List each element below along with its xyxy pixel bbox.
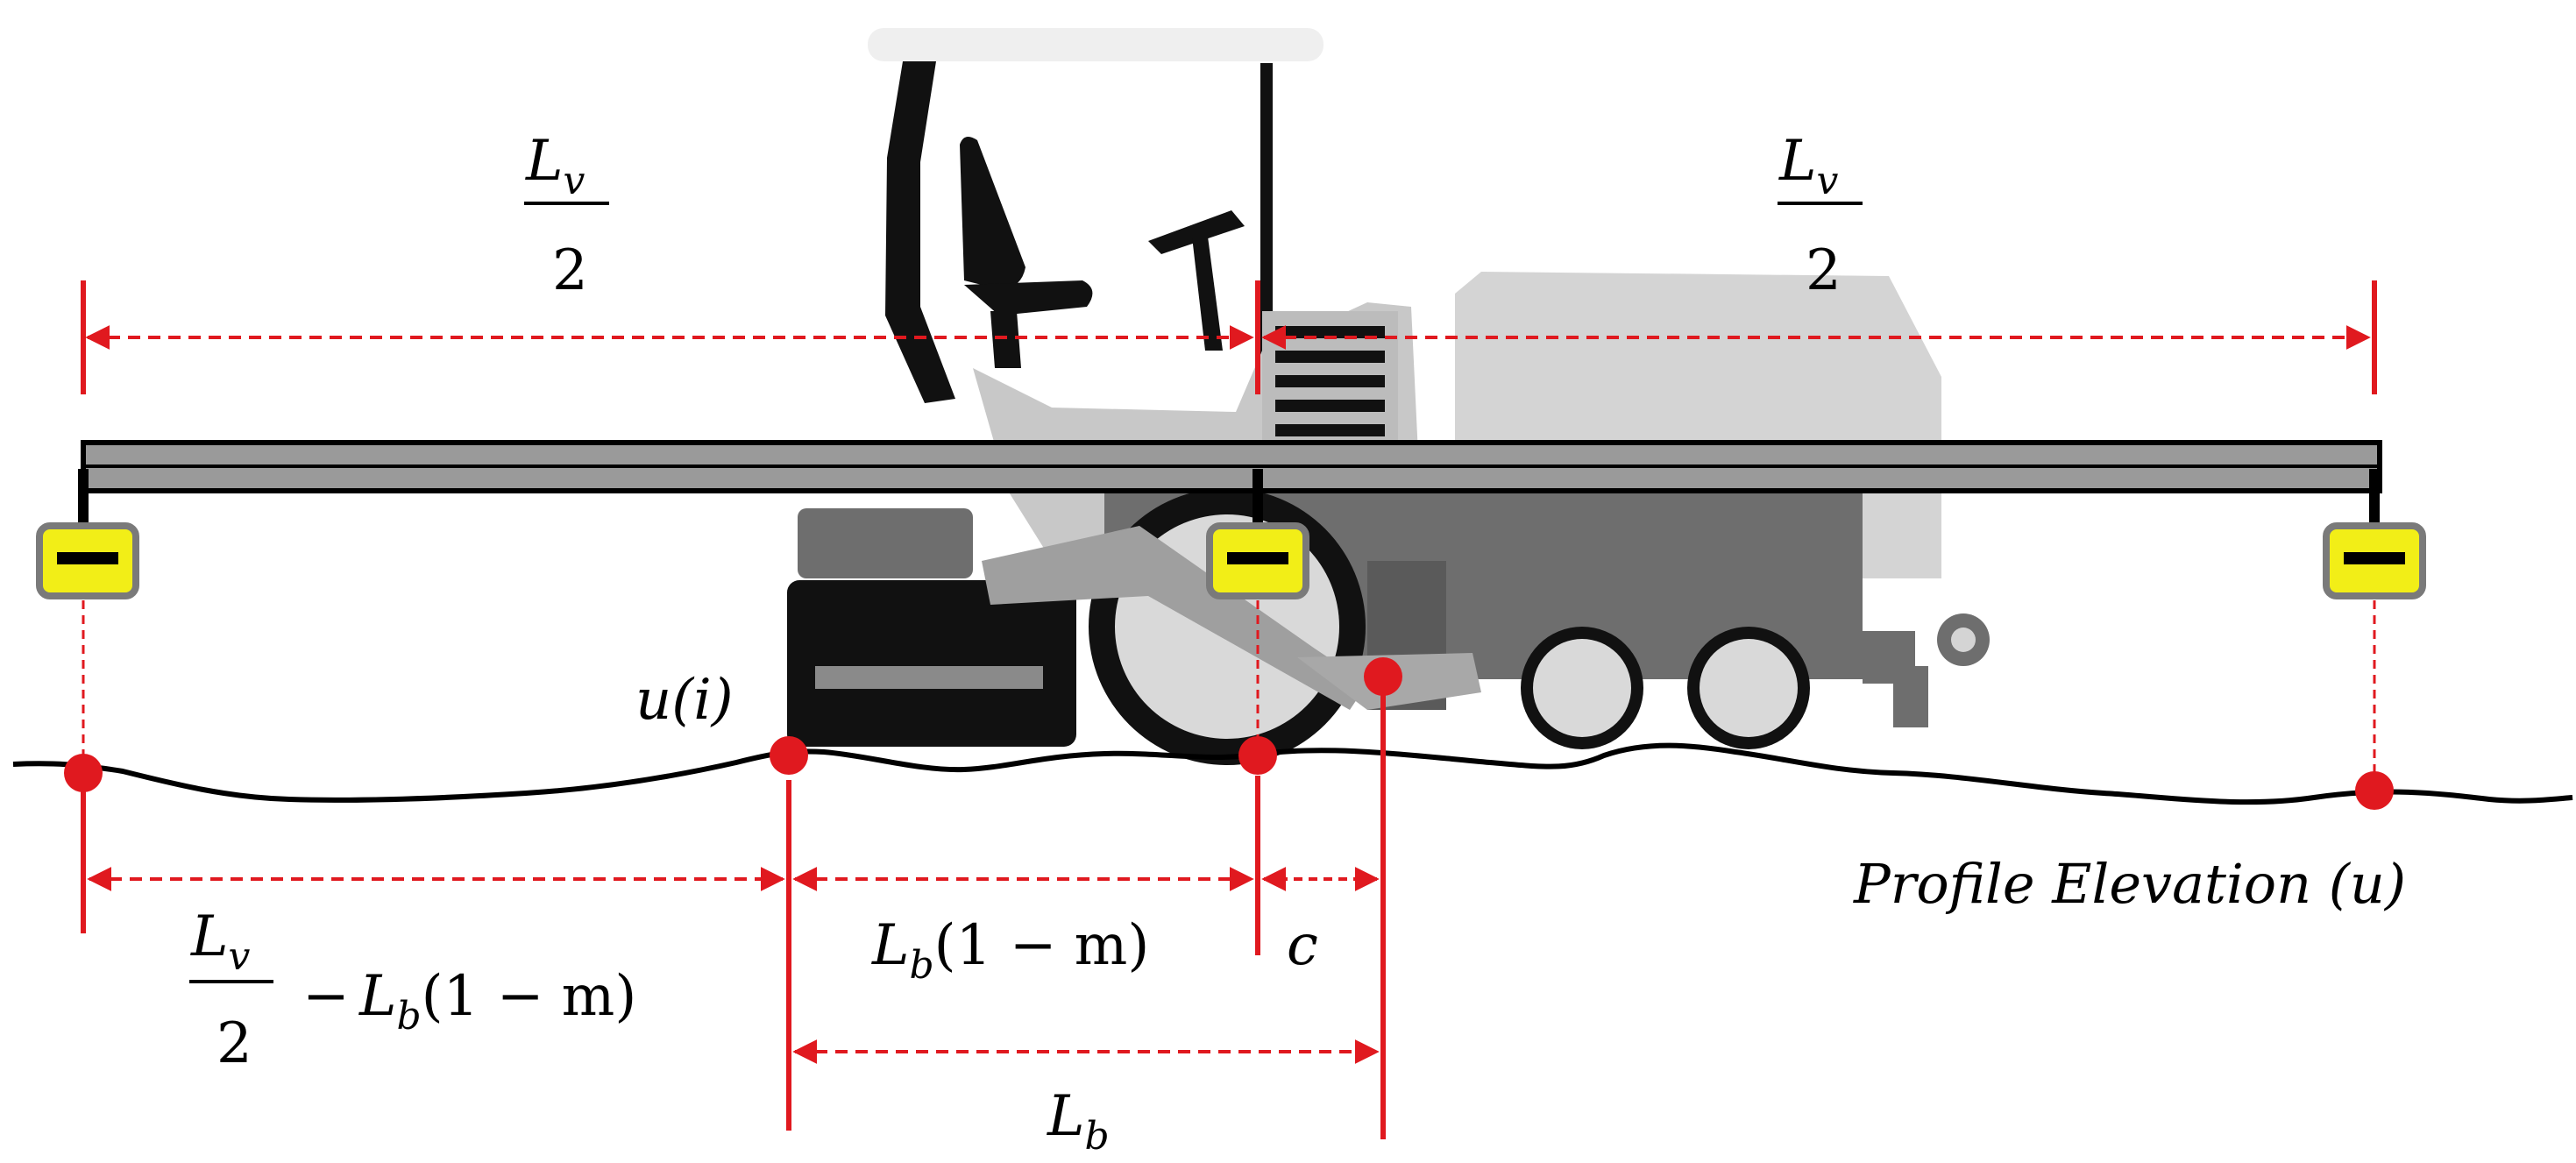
label-c: c [1287, 913, 1318, 978]
svg-text:−: − [302, 964, 350, 1029]
point-center [1238, 736, 1277, 775]
ground-profile-line [12, 742, 2573, 805]
sensor-center [1206, 522, 1309, 599]
push-bracket-foot [1893, 666, 1928, 727]
svg-text:Lv: Lv [1778, 129, 1839, 203]
measurement-points [64, 657, 2394, 810]
svg-text:Lv: Lv [190, 904, 251, 979]
label-u-i: u(i) [635, 668, 734, 733]
screed-plate [815, 666, 1043, 689]
asphalt-paver-illustration [787, 28, 1990, 765]
point-screed-pivot [1364, 657, 1402, 696]
label-profile-elevation: Profile Elevation (u) [1853, 852, 2406, 916]
steering-column [1192, 237, 1223, 351]
label-lb-one-minus-m: Lb(1 − m) [871, 913, 1149, 988]
seat-back [960, 137, 1025, 289]
steering-wheel [1148, 210, 1245, 254]
sensor-left [36, 522, 139, 599]
label-lb: Lb [1047, 1084, 1110, 1159]
svg-text:Lb(1 − m): Lb(1 − m) [358, 964, 636, 1039]
svg-text:2: 2 [216, 1011, 252, 1076]
bogie-wheel-front-rim [1533, 639, 1631, 737]
label-lv-half-minus-lb: Lv 2 − Lb(1 − m) [189, 904, 636, 1076]
canopy-rear-post [1260, 63, 1273, 361]
svg-text:2: 2 [1806, 238, 1842, 303]
sensor-right [2323, 522, 2426, 599]
seat-post [990, 311, 1021, 368]
point-left [64, 754, 103, 792]
engine-vent [1262, 311, 1398, 443]
screed-body [787, 580, 1076, 747]
bogie-wheel-rear-rim [1700, 639, 1798, 737]
point-right [2355, 771, 2394, 810]
point-u-i [770, 736, 808, 775]
svg-text:2: 2 [552, 238, 588, 303]
label-lv-half-right: Lv 2 [1778, 129, 1863, 303]
canopy-front-post [885, 61, 955, 403]
tow-arm [982, 526, 1367, 710]
dimension-lines [81, 280, 2377, 1139]
averaging-beam [78, 440, 2382, 557]
svg-text:Lv: Lv [525, 129, 585, 203]
canopy-roof [868, 28, 1323, 61]
label-lv-half-left: Lv 2 [524, 129, 609, 303]
push-roller-hub [1951, 628, 1976, 652]
seat-cushion [964, 280, 1093, 316]
screed-top [798, 508, 973, 578]
